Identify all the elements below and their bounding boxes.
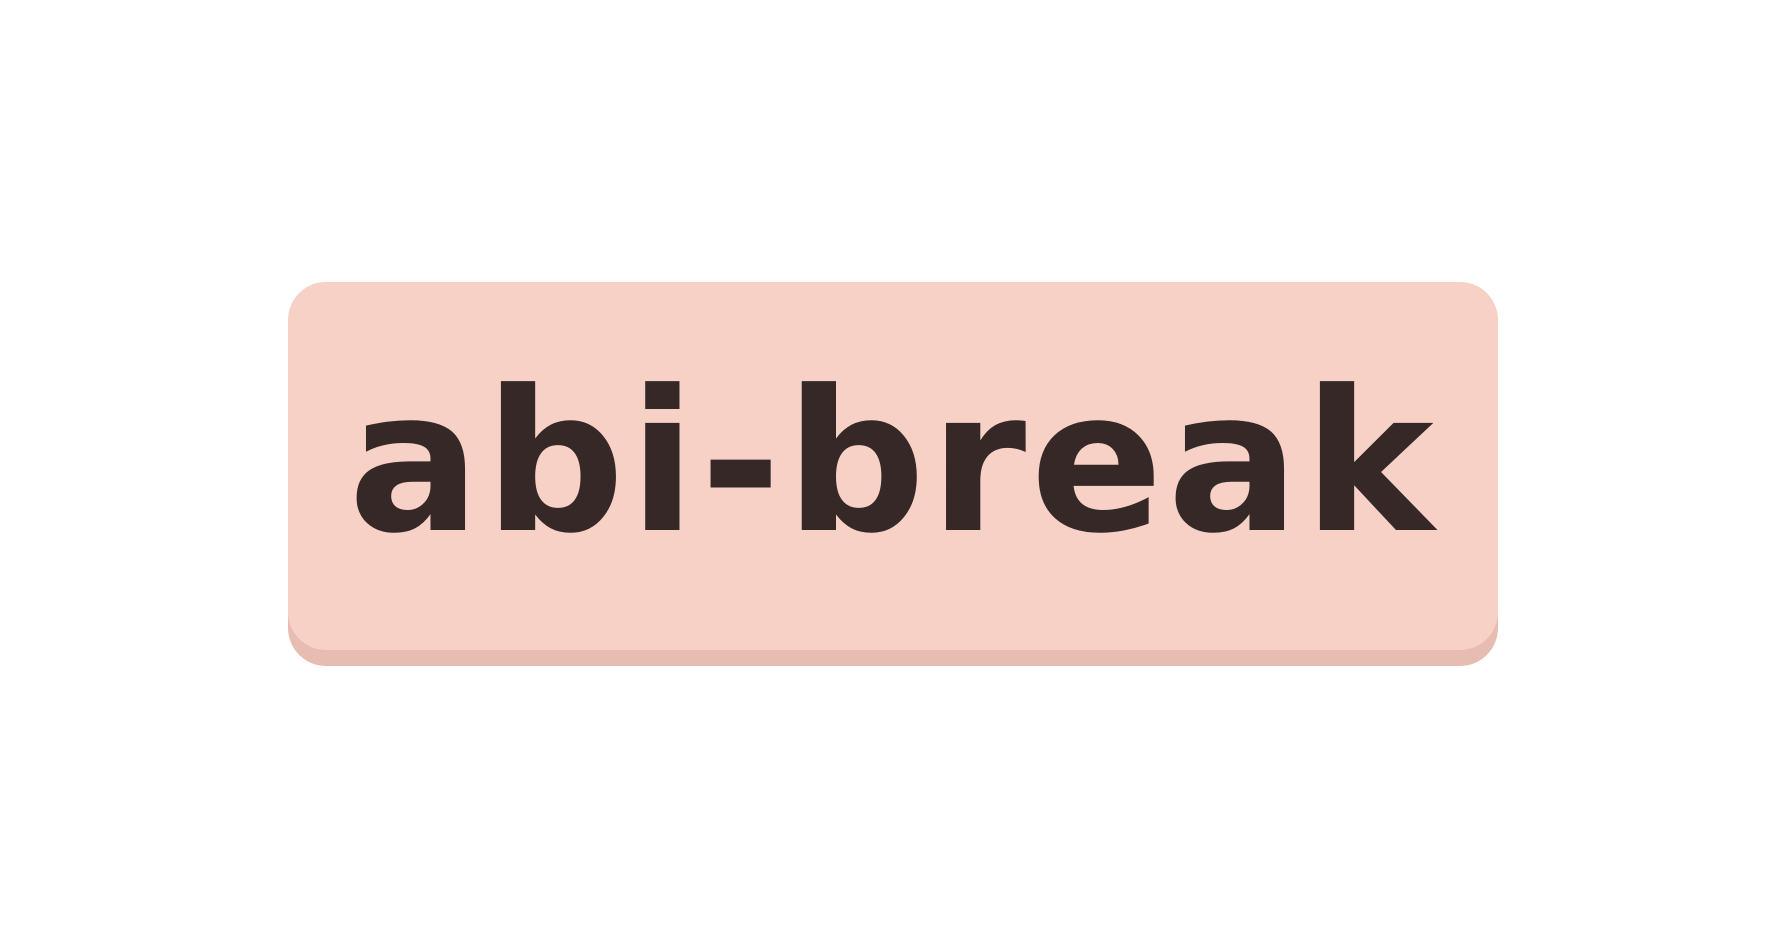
abi-break-label[interactable]: abi-break: [288, 282, 1498, 650]
label-text: abi-break: [348, 349, 1438, 577]
